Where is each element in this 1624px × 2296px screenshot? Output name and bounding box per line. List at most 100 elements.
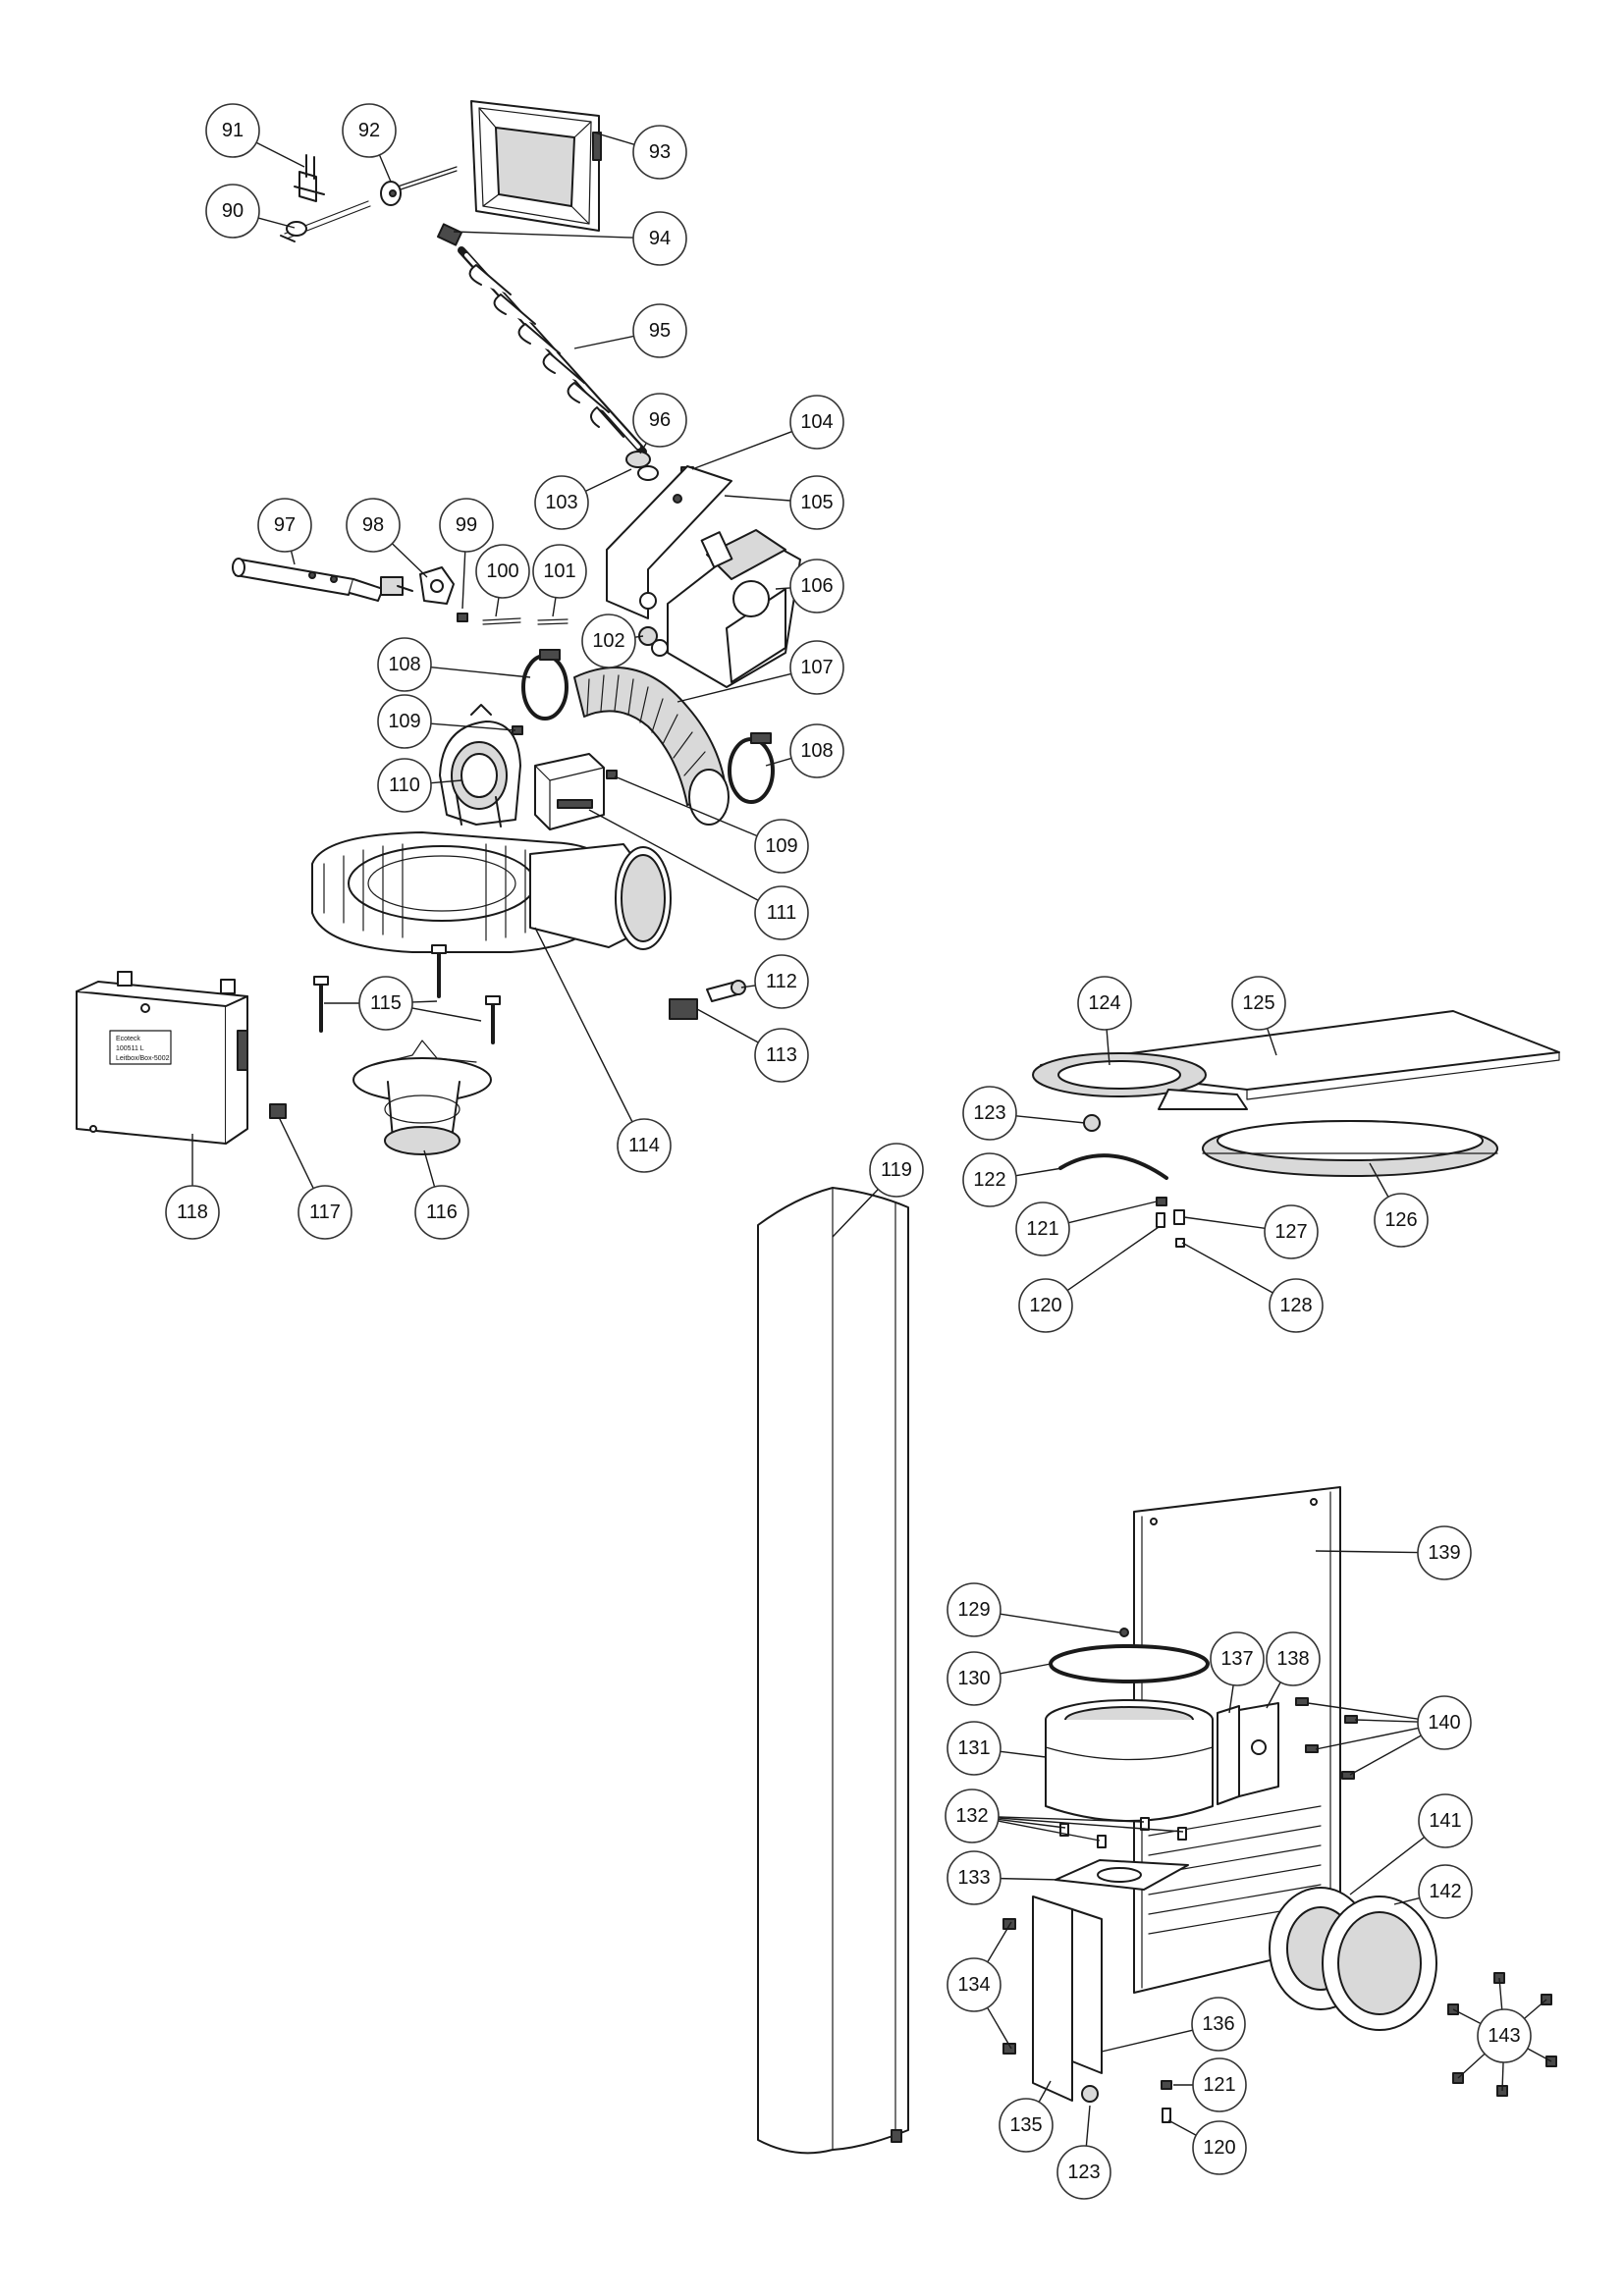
callout-circle xyxy=(632,393,687,448)
leader-line-c137-0 xyxy=(1228,1684,1234,1714)
callout-circle xyxy=(789,395,844,450)
callout-circle xyxy=(1418,1864,1473,1919)
callout-number: 97 xyxy=(274,514,296,536)
part-95-auger xyxy=(458,246,647,455)
callout-114: 114 xyxy=(617,1118,672,1173)
callout-100: 100 xyxy=(475,544,530,599)
callout-108: 108 xyxy=(789,723,844,778)
callout-circle xyxy=(1477,2008,1532,2063)
leader-line-c135-0 xyxy=(1038,2080,1052,2103)
callout-circle xyxy=(1056,2145,1111,2200)
callout-number: 110 xyxy=(389,774,420,796)
leader-line-c139-0 xyxy=(1315,1550,1419,1554)
callout-120: 120 xyxy=(1192,2120,1247,2175)
callout-circle xyxy=(1210,1631,1265,1686)
callout-circle xyxy=(1191,1997,1246,2052)
leader-line-c105-0 xyxy=(724,495,791,502)
callout-108: 108 xyxy=(377,637,432,692)
leader-line-c140-2 xyxy=(1315,1727,1419,1750)
callout-number: 124 xyxy=(1088,992,1120,1014)
callout-number: 96 xyxy=(649,409,671,431)
callout-number: 94 xyxy=(649,228,671,249)
callout-118: 118 xyxy=(165,1185,220,1240)
leader-line-c115-2 xyxy=(411,1007,482,1022)
callout-111: 111 xyxy=(754,885,809,940)
leader-line-c112-0 xyxy=(740,985,756,988)
part-134-screws xyxy=(1002,1918,1016,2055)
callout-99: 99 xyxy=(439,498,494,553)
callout-number: 143 xyxy=(1488,2025,1520,2047)
callout-number: 138 xyxy=(1276,1648,1309,1670)
leader-line-c97-0 xyxy=(290,551,296,565)
callout-circle xyxy=(1192,2057,1247,2112)
leader-line-c100-0 xyxy=(495,597,500,617)
leader-line-c140-1 xyxy=(1354,1719,1419,1723)
callout-circle xyxy=(754,1028,809,1083)
callout-number: 95 xyxy=(649,320,671,342)
leader-line-c123a-0 xyxy=(1015,1115,1086,1124)
leader-line-c143-6 xyxy=(1501,2061,1504,2092)
part-120-screw xyxy=(1156,1212,1165,1228)
leader-line-c132-1 xyxy=(998,1818,1066,1829)
callout-number: 134 xyxy=(957,1974,990,1996)
leader-line-c143-1 xyxy=(1498,1977,1503,2010)
callout-circle xyxy=(962,1152,1017,1207)
callout-number: 135 xyxy=(1009,2114,1042,2136)
leader-line-c116-0 xyxy=(423,1149,436,1188)
callout-circle xyxy=(947,1957,1001,2012)
part-91-bracket xyxy=(294,154,325,202)
part-122-clip xyxy=(1058,1153,1168,1180)
part-126-gasket xyxy=(1202,1120,1498,1177)
callout-circle xyxy=(1417,1525,1472,1580)
callout-number: 139 xyxy=(1428,1542,1460,1564)
leader-line-c123b-0 xyxy=(1085,2105,1091,2147)
part-93-hopper-funnel xyxy=(470,100,602,232)
callout-number: 117 xyxy=(309,1201,341,1223)
callout-number: 90 xyxy=(222,200,244,222)
callout-141: 141 xyxy=(1418,1793,1473,1848)
callout-circle xyxy=(377,758,432,813)
callout-number: 126 xyxy=(1384,1209,1417,1231)
leader-line-c109a-0 xyxy=(430,722,516,731)
leader-line-c136-0 xyxy=(1101,2029,1193,2053)
callout-124: 124 xyxy=(1077,976,1132,1031)
part-107-flex-hose xyxy=(573,667,730,826)
callout-circle xyxy=(1015,1201,1070,1256)
callout-number: 113 xyxy=(766,1044,797,1066)
leader-line-c95-0 xyxy=(573,335,634,349)
callout-number: 109 xyxy=(765,835,797,857)
callout-139: 139 xyxy=(1417,1525,1472,1580)
leader-line-c138-0 xyxy=(1266,1682,1281,1709)
part-114-burner-housing xyxy=(311,831,672,953)
leader-line-c102-0 xyxy=(634,635,644,638)
callout-circle xyxy=(754,885,809,940)
leader-line-c94-0 xyxy=(453,231,634,239)
leader-line-c117-0 xyxy=(278,1116,314,1190)
callout-123: 123 xyxy=(1056,2145,1111,2200)
callout-127: 127 xyxy=(1264,1204,1319,1259)
part-drawings xyxy=(76,100,1560,2155)
leader-line-c109b-0 xyxy=(614,775,758,837)
callout-number: 98 xyxy=(362,514,384,536)
callout-90: 90 xyxy=(205,184,260,239)
callout-136: 136 xyxy=(1191,1997,1246,2052)
callout-circle xyxy=(205,184,260,239)
part-90-rod xyxy=(280,200,371,242)
callout-101: 101 xyxy=(532,544,587,599)
callout-115: 115 xyxy=(358,976,413,1031)
leader-line-c142-0 xyxy=(1393,1896,1420,1905)
callout-110: 110 xyxy=(377,758,432,813)
callout-number: 130 xyxy=(957,1668,990,1689)
part-121-washer xyxy=(1156,1197,1167,1206)
callout-circle xyxy=(947,1850,1001,1905)
part-98-flange xyxy=(419,566,455,605)
part-113-connector xyxy=(669,998,698,1020)
callout-128: 128 xyxy=(1269,1278,1324,1333)
callout-104: 104 xyxy=(789,395,844,450)
leader-line-c131-0 xyxy=(1000,1750,1047,1758)
part-100-pin xyxy=(482,617,521,625)
callout-number: 129 xyxy=(957,1599,990,1621)
part-136-frame xyxy=(1071,1908,1103,2074)
part-111-module xyxy=(534,753,605,830)
callout-number: 107 xyxy=(800,657,833,678)
